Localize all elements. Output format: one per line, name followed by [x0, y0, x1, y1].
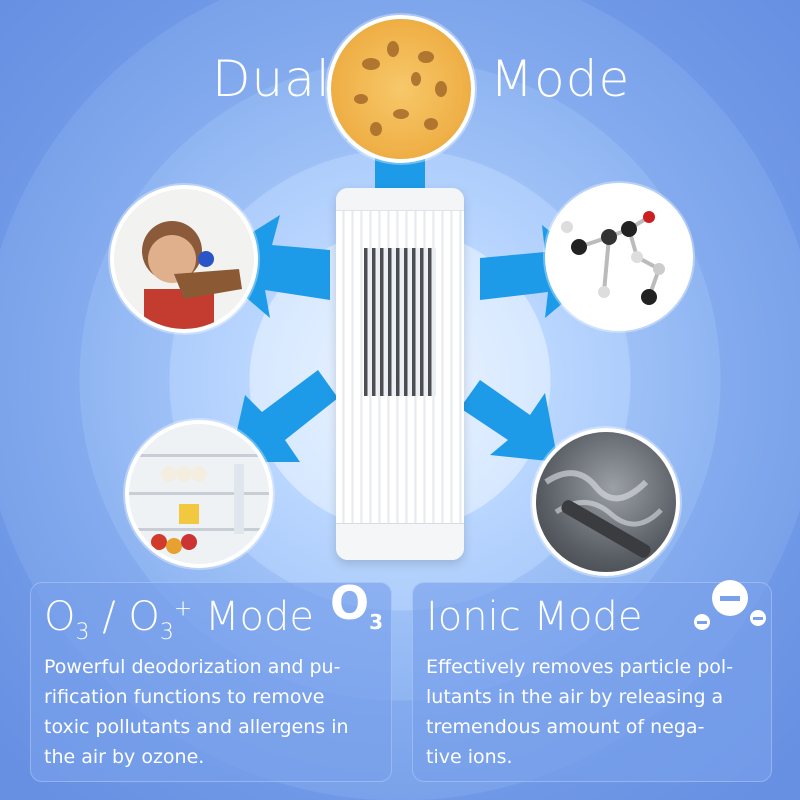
smelly-shoe-image [110, 185, 258, 333]
ionic-desc-line-4: tive ions. [426, 746, 513, 768]
ionic-mode-title: Ionic Mode [426, 594, 643, 640]
fridge-image [125, 420, 273, 568]
arrow-left-lower [230, 370, 338, 462]
ionic-desc-line-1: Effectively removes particle pol- [426, 656, 734, 678]
ozone-mode-panel: O3 / O3+ Mode O3 Powerful deodorization … [30, 576, 392, 782]
headline-mode: Mode [490, 50, 631, 108]
ozone-plus-sup: + [173, 596, 193, 622]
ozone-desc-line-4: the air by ozone. [44, 746, 205, 768]
negative-ions-icon [694, 580, 766, 630]
ozone-sub-b: 3 [159, 620, 174, 645]
molecule-image [545, 183, 693, 331]
device-vent-window [364, 248, 436, 396]
headline-dual: Dual [212, 50, 331, 108]
ozone-slash-text: / O [89, 594, 160, 640]
ozone-sub-a: 3 [75, 620, 90, 645]
smoke-image [532, 428, 680, 576]
ozone-mode-word: Mode [192, 594, 315, 640]
ozone-badge-sub: 3 [369, 610, 384, 635]
ozone-desc-line-1: Powerful deodorization and pu- [44, 656, 341, 678]
device-base [336, 523, 464, 560]
ozone-badge-icon: O3 [330, 576, 383, 634]
ozone-badge-o: O [330, 576, 370, 630]
bacteria-image [327, 15, 475, 163]
ozone-o-text: O [44, 594, 76, 640]
arrow-right-lower [460, 380, 558, 462]
ozone-desc-line-3: toxic pollutants and allergens in [44, 716, 349, 738]
ionic-mode-panel: Ionic Mode Effectively removes particle … [412, 580, 772, 782]
purifier-device [336, 188, 464, 560]
ionic-desc-line-2: lutants in the air by releasing a [426, 686, 724, 708]
device-top-cap [336, 188, 464, 211]
ionic-desc-line-3: tremendous amount of nega- [426, 716, 705, 738]
arrow-left-upper [205, 215, 330, 318]
ionic-description: Effectively removes particle pol- lutant… [426, 652, 733, 772]
ozone-desc-line-2: rification functions to remove [44, 686, 325, 708]
ozone-description: Powerful deodorization and pu- rificatio… [44, 652, 349, 772]
ozone-mode-title: O3 / O3+ Mode [44, 594, 314, 645]
